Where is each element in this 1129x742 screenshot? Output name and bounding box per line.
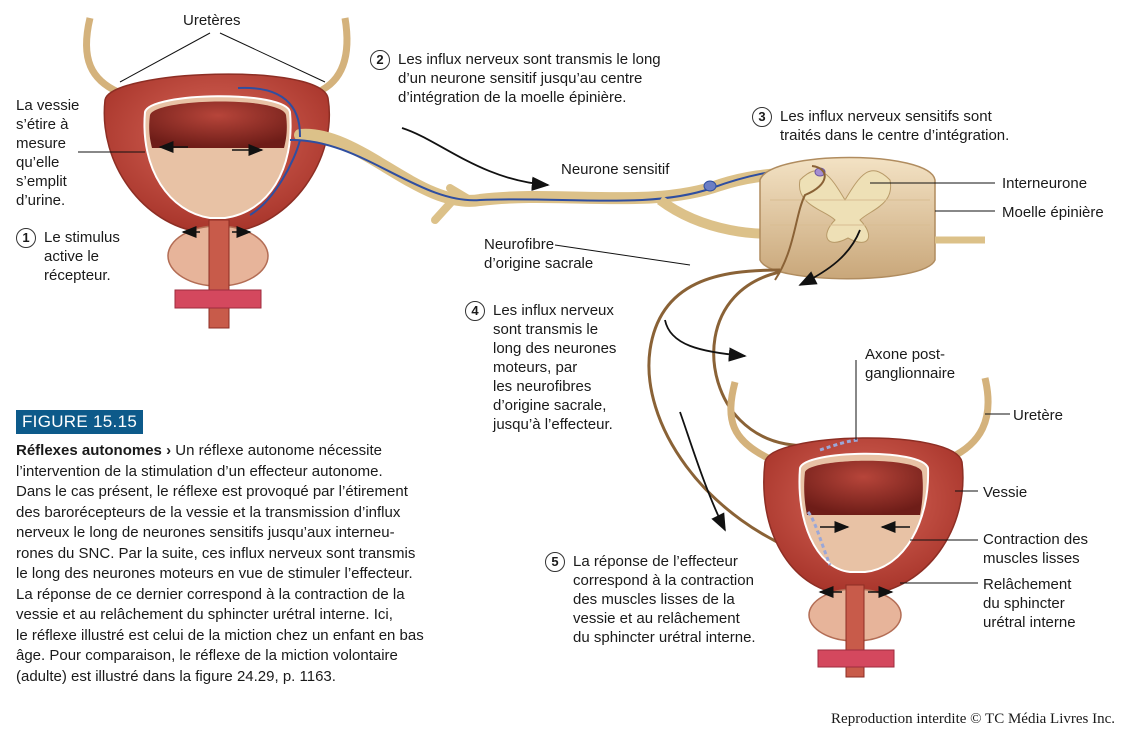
bladder2-lumen — [804, 460, 923, 515]
sensory-nerve-trunk — [294, 128, 806, 207]
flow-arrow-2 — [798, 229, 861, 286]
step-5: 5 La réponse de l’effecteur correspond à… — [545, 552, 756, 647]
caption-text: Un réflexe autonome nécessite l’interven… — [16, 442, 424, 685]
step-1-number: 1 — [16, 228, 36, 248]
step-4: 4 Les influx nerveux sont transmis le lo… — [465, 301, 616, 434]
step-4-number: 4 — [465, 301, 485, 321]
flow-arrow-3 — [664, 319, 747, 362]
label-contraction: Contraction des muscles lisses — [983, 531, 1089, 567]
neurofibre-leader — [554, 244, 691, 266]
left-ureter — [83, 17, 120, 96]
step-2: 2 Les influx nerveux sont transmis le lo… — [370, 50, 661, 107]
flow-arrow-4 — [679, 411, 726, 532]
urethra — [208, 219, 230, 329]
bladder-stretched — [78, 17, 351, 329]
sphincter2 — [817, 649, 895, 668]
ureter-left — [727, 381, 770, 462]
figure-tag: FIGURE 15.15 — [16, 410, 144, 434]
flow-arrow-1 — [401, 127, 550, 191]
step-5-number: 5 — [545, 552, 565, 572]
right-ureter — [316, 17, 351, 96]
step-5-text: La réponse de l’effecteur correspond à l… — [573, 553, 756, 646]
label-neurofibre: Neurofibre d’origine sacrale — [484, 236, 594, 272]
label-interneurone: Interneurone — [1002, 175, 1088, 192]
ureteres-leader-right — [219, 32, 326, 83]
step-3-number: 3 — [752, 107, 772, 127]
spinal-cord — [759, 156, 985, 281]
label-axone: Axone post- ganglionnaire — [865, 346, 956, 382]
figure-caption: Réflexes autonomes › Un réflexe autonome… — [16, 441, 486, 687]
step-1: 1 Le stimulus active le récepteur. — [16, 228, 120, 285]
nerve-branch — [431, 184, 474, 224]
ureteres-leader-left — [119, 32, 211, 83]
sensory-fibers-bladder — [237, 86, 301, 216]
motor-nerve-path — [647, 268, 821, 562]
label-uretere: Uretère — [1013, 407, 1064, 424]
label-vessie-etire: La vessie s’étire à mesure qu’elle s’emp… — [16, 97, 80, 209]
label-relachement: Relâchement du sphincter urétral interne — [983, 576, 1076, 631]
caption-arrow-icon: › — [166, 442, 172, 459]
step-3-text: Les influx nerveux sensitifs sont traité… — [780, 108, 1010, 144]
copyright-credit: Reproduction interdite © TC Média Livres… — [831, 711, 1115, 727]
sensory-neuron-path — [289, 138, 821, 202]
postganglionic-endings — [806, 438, 861, 566]
step-2-number: 2 — [370, 50, 390, 70]
label-neurone-sensitif: Neurone sensitif — [561, 161, 670, 178]
step-2-text: Les influx nerveux sont transmis le long… — [398, 51, 661, 106]
step-4-text: Les influx nerveux sont transmis le long… — [493, 302, 617, 433]
caption-title: Réflexes autonomes — [16, 442, 162, 459]
bladder-contracted — [727, 377, 992, 678]
bladder-lumen — [149, 101, 287, 148]
motor-fiber-out — [774, 165, 826, 281]
ureter-right — [948, 377, 992, 462]
step-3: 3 Les influx nerveux sensitifs sont trai… — [752, 107, 1009, 145]
label-moelle: Moelle épinière — [1002, 204, 1104, 221]
label-ureteres: Uretères — [183, 12, 241, 29]
step-1-text: Le stimulus active le récepteur. — [44, 229, 120, 284]
label-vessie: Vessie — [983, 484, 1028, 501]
sensory-ganglion-cell — [703, 180, 717, 192]
sphincter-external — [174, 289, 262, 309]
